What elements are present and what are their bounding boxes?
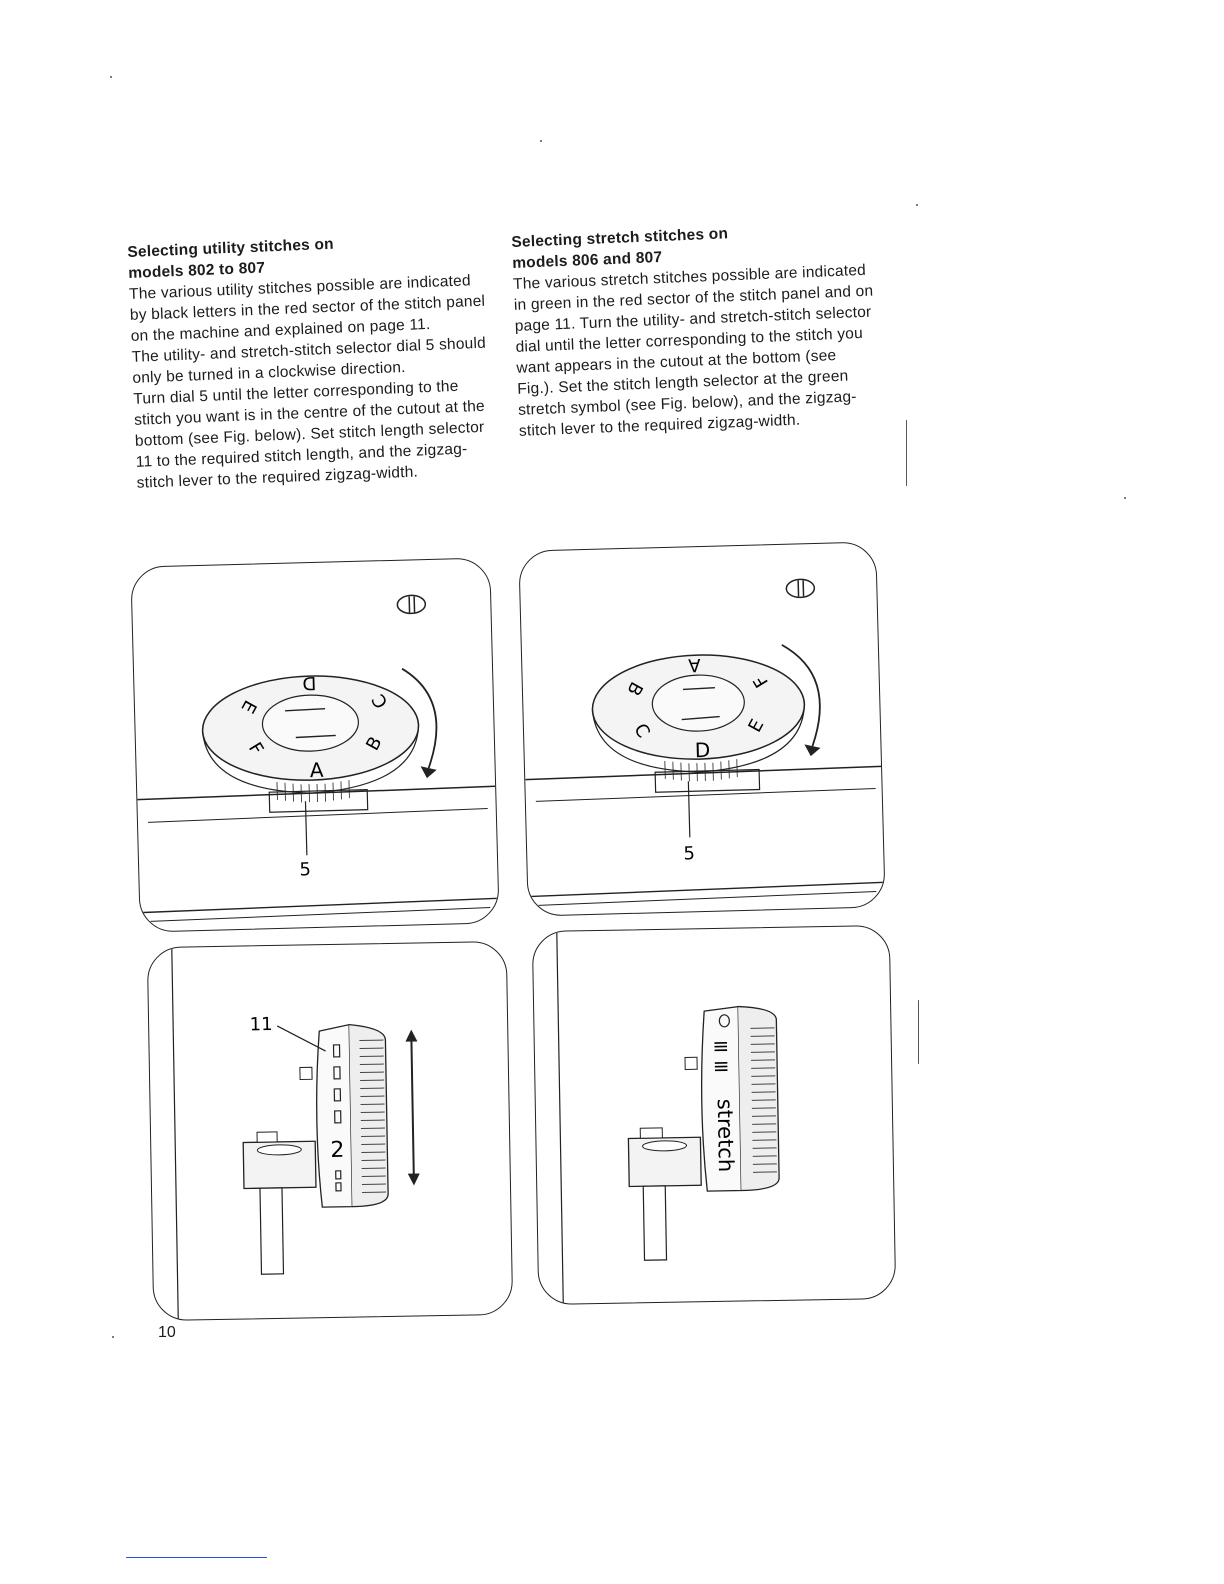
- figure-utility-dial: D C B A F E 5: [130, 557, 500, 933]
- scan-speck: [110, 76, 112, 78]
- stretch-setting-illustration: ≡ ≡ stretch: [556, 931, 780, 1304]
- scan-speck: [1124, 497, 1126, 499]
- stretch-dial-illustration: A F E D C B 5: [525, 578, 885, 906]
- stretch-symbol: ≡: [713, 1054, 730, 1078]
- footer-rule: [126, 1557, 267, 1558]
- callout-label: 5: [299, 859, 311, 880]
- stitch-length-illustration: 2 11: [171, 947, 420, 1320]
- scale-word: stretch: [713, 1099, 738, 1173]
- scan-speck: [906, 420, 907, 486]
- scan-speck: [540, 140, 542, 142]
- scan-speck: [112, 1336, 114, 1338]
- scale-number: 2: [330, 1138, 344, 1163]
- figure-stretch-setting: ≡ ≡ stretch: [531, 924, 897, 1306]
- dial-letter-bottom: A: [309, 758, 324, 782]
- dial-letter-top: D: [302, 672, 316, 693]
- left-paragraph-3: Turn dial 5 until the letter correspondi…: [132, 377, 486, 492]
- scan-speck: [916, 204, 918, 206]
- dial-letter-top: A: [687, 654, 701, 675]
- callout-label: 11: [249, 1014, 272, 1035]
- figure-stretch-dial: A F E D C B 5: [518, 541, 886, 917]
- scan-speck: [918, 1000, 919, 1064]
- right-paragraph-1: The various stretch stitches possible ar…: [512, 261, 874, 440]
- utility-dial-illustration: D C B A F E 5: [137, 594, 499, 922]
- stretch-symbol: ≡: [712, 1034, 729, 1058]
- figure-stitch-length-selector: 2 11: [146, 940, 514, 1322]
- page-number: 10: [158, 1324, 176, 1341]
- dial-letter-bottom: D: [695, 738, 711, 762]
- callout-label: 5: [683, 843, 695, 864]
- right-column: Selecting stretch stitches on models 806…: [511, 218, 879, 442]
- left-column: Selecting utility stitches on models 802…: [127, 228, 497, 494]
